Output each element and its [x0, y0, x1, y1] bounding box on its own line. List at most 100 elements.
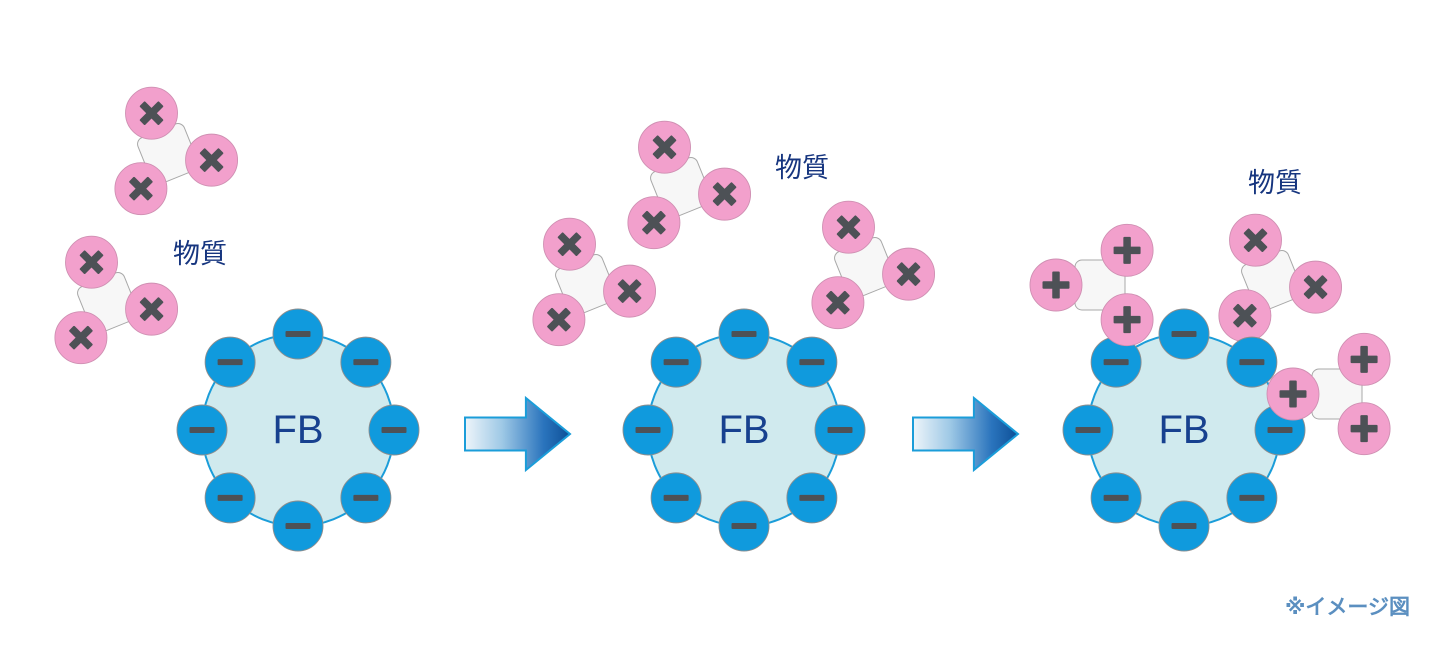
- minus-sign-icon: [635, 427, 661, 433]
- negative-charge-node: [718, 500, 770, 552]
- minus-sign-icon: [1171, 523, 1197, 529]
- stage-2: FB: [532, 120, 936, 552]
- free-molecule[interactable]: [1218, 213, 1343, 343]
- positive-charge-node: [698, 167, 752, 221]
- positive-charge-node: [125, 86, 178, 140]
- plus-sign-rotated-icon: [69, 325, 93, 350]
- fb-core-unit[interactable]: FB: [176, 308, 420, 552]
- negative-charge-node: [814, 404, 866, 456]
- positive-charge-node: [65, 235, 118, 289]
- minus-sign-icon: [1239, 359, 1265, 366]
- positive-charge-node: [1100, 293, 1154, 347]
- minus-sign-icon: [189, 427, 215, 433]
- free-molecule[interactable]: [811, 200, 936, 330]
- minus-sign-icon: [1171, 331, 1197, 337]
- positive-charge-node: [1266, 367, 1320, 421]
- minus-sign-icon: [1103, 494, 1129, 501]
- negative-charge-node: [272, 308, 324, 360]
- minus-sign-icon: [1103, 359, 1129, 366]
- negative-charge-node: [1158, 500, 1210, 552]
- positive-charge-node: [811, 276, 865, 330]
- transition-arrow-2[interactable]: [912, 395, 1020, 473]
- positive-charge-node: [1337, 402, 1391, 456]
- negative-charge-node: [786, 472, 838, 524]
- plus-bar-vertical: [1123, 236, 1131, 264]
- minus-sign-icon: [827, 427, 853, 433]
- plus-sign-rotated-icon: [199, 148, 224, 172]
- positive-charge-node: [1029, 258, 1083, 312]
- plus-sign-rotated-icon: [547, 307, 571, 332]
- plus-sign-rotated-icon: [139, 297, 164, 321]
- plus-sign-icon: [1042, 271, 1070, 299]
- plus-bar-vertical: [896, 262, 921, 286]
- minus-sign-icon: [381, 427, 407, 433]
- plus-bar-vertical: [836, 215, 861, 239]
- bound-molecule[interactable]: [1266, 332, 1391, 456]
- positive-charge-node: [822, 200, 875, 254]
- stage-1: FB: [54, 86, 420, 552]
- negative-charge-node: [1226, 472, 1278, 524]
- positive-charge-node: [1289, 260, 1343, 314]
- plus-bar-vertical: [1360, 345, 1368, 373]
- plus-sign-icon: [1279, 380, 1307, 408]
- minus-sign-icon: [285, 523, 311, 529]
- plus-bar-vertical: [547, 307, 571, 332]
- image-disclaimer-footnote: ※イメージ図: [1285, 596, 1410, 619]
- free-molecule[interactable]: [627, 120, 752, 250]
- plus-bar-vertical: [1289, 380, 1297, 408]
- minus-sign-icon: [799, 494, 825, 501]
- bound-molecule[interactable]: [1029, 223, 1154, 347]
- positive-charge-node: [114, 162, 168, 216]
- positive-charge-node: [185, 133, 239, 187]
- negative-charge-node: [272, 500, 324, 552]
- positive-charge-node: [882, 247, 936, 301]
- negative-charge-node: [786, 336, 838, 388]
- free-molecule[interactable]: [54, 235, 179, 365]
- fb-core-unit[interactable]: FB: [1062, 308, 1306, 552]
- negative-charge-node: [176, 404, 228, 456]
- positive-charge-node: [1229, 213, 1282, 267]
- plus-bar-vertical: [642, 210, 666, 235]
- negative-charge-node: [650, 472, 702, 524]
- plus-bar-vertical: [1360, 415, 1368, 443]
- fb-core-label: FB: [1158, 408, 1209, 452]
- plus-bar-vertical: [1233, 303, 1257, 328]
- plus-sign-rotated-icon: [712, 182, 737, 206]
- plus-bar-vertical: [79, 250, 104, 274]
- plus-sign-rotated-icon: [652, 135, 677, 159]
- negative-charge-node: [650, 336, 702, 388]
- plus-sign-rotated-icon: [79, 250, 104, 274]
- positive-charge-node: [543, 217, 596, 271]
- negative-charge-node: [204, 336, 256, 388]
- negative-charge-node: [1158, 308, 1210, 360]
- free-molecule[interactable]: [532, 217, 657, 347]
- plus-bar-vertical: [1123, 306, 1131, 334]
- plus-bar-vertical: [617, 279, 642, 303]
- free-molecule[interactable]: [114, 86, 239, 216]
- positive-charge-node: [1337, 332, 1391, 386]
- negative-charge-node: [368, 404, 420, 456]
- substance-label: 物質: [173, 239, 227, 269]
- plus-sign-rotated-icon: [557, 232, 582, 256]
- plus-bar-vertical: [129, 176, 153, 201]
- positive-charge-node: [532, 293, 586, 347]
- minus-sign-icon: [1267, 427, 1293, 433]
- positive-charge-node: [627, 196, 681, 250]
- minus-sign-icon: [1075, 427, 1101, 433]
- negative-charge-node: [204, 472, 256, 524]
- plus-sign-rotated-icon: [129, 176, 153, 201]
- minus-sign-icon: [285, 331, 311, 337]
- plus-sign-rotated-icon: [1233, 303, 1257, 328]
- substance-label: 物質: [1248, 168, 1302, 198]
- plus-sign-icon: [1350, 415, 1378, 443]
- fb-core-unit[interactable]: FB: [622, 308, 866, 552]
- plus-bar-vertical: [1303, 275, 1328, 299]
- minus-sign-icon: [217, 494, 243, 501]
- negative-charge-node: [1062, 404, 1114, 456]
- transition-arrow-1[interactable]: [464, 395, 572, 473]
- negative-charge-node: [1226, 336, 1278, 388]
- plus-sign-rotated-icon: [1243, 228, 1268, 252]
- positive-charge-node: [54, 311, 108, 365]
- negative-charge-node: [340, 472, 392, 524]
